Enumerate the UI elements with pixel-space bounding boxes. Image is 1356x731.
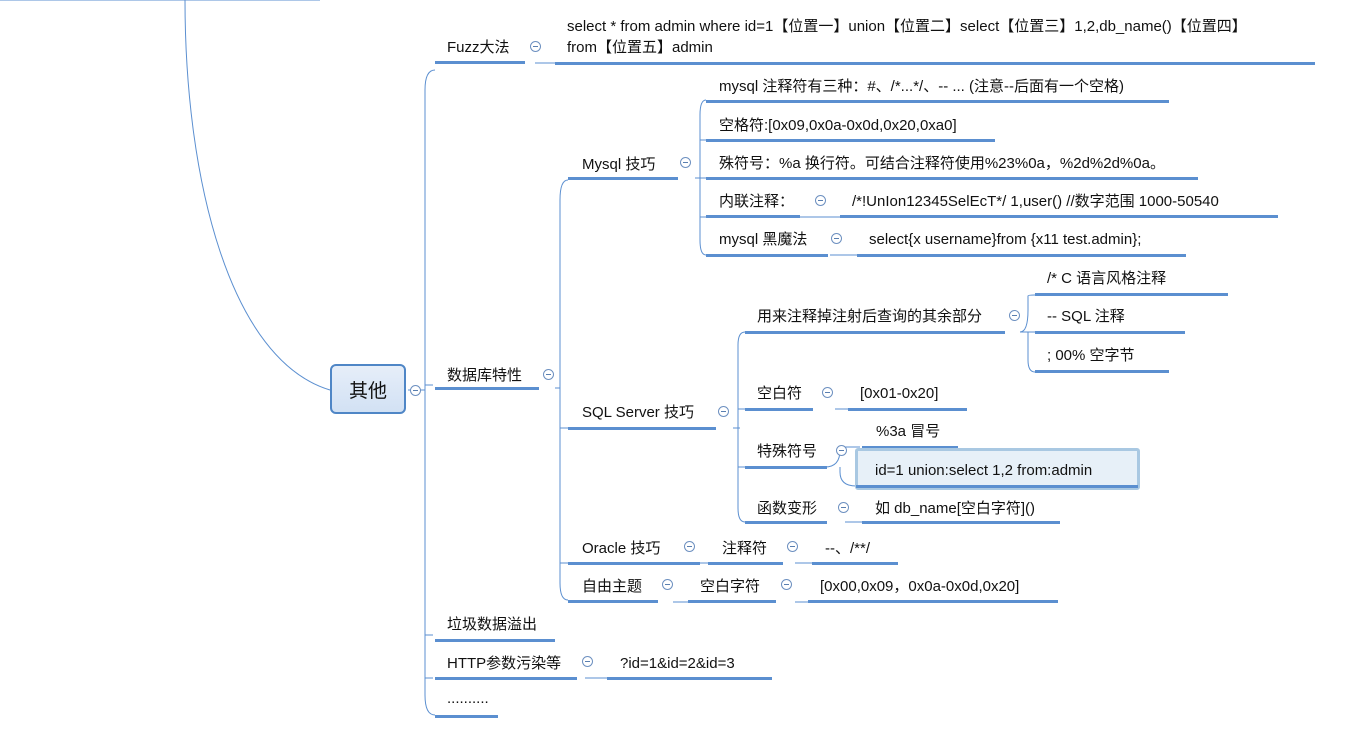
comment-null-underline xyxy=(1035,370,1169,373)
mysql-magic-underline xyxy=(706,254,828,257)
garbage-overflow-node[interactable]: 垃圾数据溢出 xyxy=(447,616,538,633)
special-example-underline xyxy=(856,485,1138,488)
collapse-icon[interactable] xyxy=(822,387,833,398)
free-topic-blank-underline xyxy=(688,600,776,603)
selected-node-highlight[interactable] xyxy=(855,448,1140,490)
http-underline xyxy=(435,677,577,680)
mysql-magic-value[interactable]: select{x username}from {x11 test.admin}; xyxy=(869,231,1142,248)
http-pollution-value[interactable]: ?id=1&id=2&id=3 xyxy=(620,655,735,672)
free-topic-underline xyxy=(568,600,658,603)
oracle-comment-label[interactable]: 注释符 xyxy=(722,540,768,557)
collapse-icon[interactable] xyxy=(684,541,695,552)
free-topic-node[interactable]: 自由主题 xyxy=(582,578,643,595)
database-features-node[interactable]: 数据库特性 xyxy=(447,367,523,384)
sqlserver-func-label[interactable]: 函数变形 xyxy=(757,500,818,517)
oracle-comment-value-underline xyxy=(812,562,898,565)
free-topic-blank-value-underline xyxy=(808,600,1058,603)
sqlserver-special-label[interactable]: 特殊符号 xyxy=(757,443,818,460)
special-example-item[interactable]: id=1 union:select 1,2 from:admin xyxy=(875,462,1093,479)
collapse-icon[interactable] xyxy=(680,157,691,168)
collapse-icon[interactable] xyxy=(836,445,847,456)
comment-sql-underline xyxy=(1035,331,1185,334)
free-topic-blank-value[interactable]: [0x00,0x09，0x0a-0x0d,0x20] xyxy=(820,578,1020,595)
mysql-comment-underline xyxy=(706,100,1169,103)
collapse-icon[interactable] xyxy=(815,195,826,206)
fuzz-detail-line1[interactable]: select * from admin where id=1【位置一】union… xyxy=(567,18,1247,35)
collapse-icon[interactable] xyxy=(543,369,554,380)
oracle-comment-underline xyxy=(708,562,783,565)
fuzz-detail-line2[interactable]: from【位置五】admin xyxy=(567,39,713,56)
mysql-special-item[interactable]: 殊符号：%a 换行符。可结合注释符使用%23%0a，%2d%2d%0a。 xyxy=(719,155,1165,172)
mysql-comment-item[interactable]: mysql 注释符有三种：#、/*...*/、-- ... (注意--后面有一个… xyxy=(719,78,1125,95)
root-node[interactable]: 其他 xyxy=(330,364,406,414)
sqlserver-func-value-underline xyxy=(862,521,1060,524)
collapse-icon[interactable] xyxy=(530,41,541,52)
db-underline xyxy=(435,387,539,390)
mysql-inline-value-underline xyxy=(840,215,1278,218)
fuzz-underline xyxy=(435,61,525,64)
http-pollution-node[interactable]: HTTP参数污染等 xyxy=(447,655,562,672)
special-colon-item[interactable]: %3a 冒号 xyxy=(876,423,941,440)
mysql-magic-label[interactable]: mysql 黑魔法 xyxy=(719,231,808,248)
sqlserver-underline xyxy=(568,427,716,430)
comment-null-byte[interactable]: ; 00% 空字节 xyxy=(1047,347,1135,364)
oracle-comment-value[interactable]: --、/**/ xyxy=(825,540,871,557)
oracle-tips-node[interactable]: Oracle 技巧 xyxy=(582,540,661,557)
sqlserver-comment-underline xyxy=(745,331,1005,334)
comment-style-c[interactable]: /* C 语言风格注释 xyxy=(1047,270,1167,287)
sqlserver-tips-node[interactable]: SQL Server 技巧 xyxy=(582,404,694,421)
sqlserver-special-underline xyxy=(745,466,827,469)
collapse-icon[interactable] xyxy=(582,656,593,667)
fuzz-node[interactable]: Fuzz大法 xyxy=(447,39,510,56)
collapse-icon[interactable] xyxy=(1009,310,1020,321)
mysql-magic-value-underline xyxy=(857,254,1186,257)
collapse-icon[interactable] xyxy=(838,502,849,513)
mysql-inline-underline xyxy=(706,215,800,218)
special-colon-underline xyxy=(862,446,958,449)
sqlserver-blank-value-underline xyxy=(848,408,967,411)
collapse-icon[interactable] xyxy=(831,233,842,244)
collapse-icon[interactable] xyxy=(718,406,729,417)
sqlserver-func-value[interactable]: 如 db_name[空白字符]() xyxy=(875,500,1036,517)
collapse-icon[interactable] xyxy=(787,541,798,552)
mysql-underline xyxy=(568,177,678,180)
sqlserver-comment-label[interactable]: 用来注释掉注射后查询的其余部分 xyxy=(757,308,983,325)
mysql-tips-node[interactable]: Mysql 技巧 xyxy=(582,156,656,173)
garbage-underline xyxy=(435,639,555,642)
comment-style-sql[interactable]: -- SQL 注释 xyxy=(1047,308,1125,325)
collapse-icon[interactable] xyxy=(662,579,673,590)
mysql-special-underline xyxy=(706,177,1198,180)
collapse-icon[interactable] xyxy=(781,579,792,590)
more-underline xyxy=(435,715,498,718)
mysql-space-underline xyxy=(706,139,995,142)
more-node[interactable]: .......... xyxy=(447,690,489,707)
oracle-underline xyxy=(568,562,700,565)
comment-c-underline xyxy=(1035,293,1228,296)
mysql-inline-label[interactable]: 内联注释： xyxy=(719,193,795,210)
mysql-space-item[interactable]: 空格符:[0x09,0x0a-0x0d,0x20,0xa0] xyxy=(719,117,957,134)
http-value-underline xyxy=(607,677,772,680)
fuzz-detail-underline xyxy=(555,62,1315,65)
sqlserver-blank-underline xyxy=(745,408,813,411)
sqlserver-blank-value[interactable]: [0x01-0x20] xyxy=(860,385,939,402)
free-topic-blank-label[interactable]: 空白字符 xyxy=(700,578,761,595)
sqlserver-func-underline xyxy=(745,521,827,524)
root-label: 其他 xyxy=(348,380,387,402)
sqlserver-blank-label[interactable]: 空白符 xyxy=(757,385,803,402)
collapse-icon[interactable] xyxy=(410,385,421,396)
mysql-inline-value[interactable]: /*!UnIon12345SelEcT*/ 1,user() //数字范围 10… xyxy=(852,193,1219,210)
